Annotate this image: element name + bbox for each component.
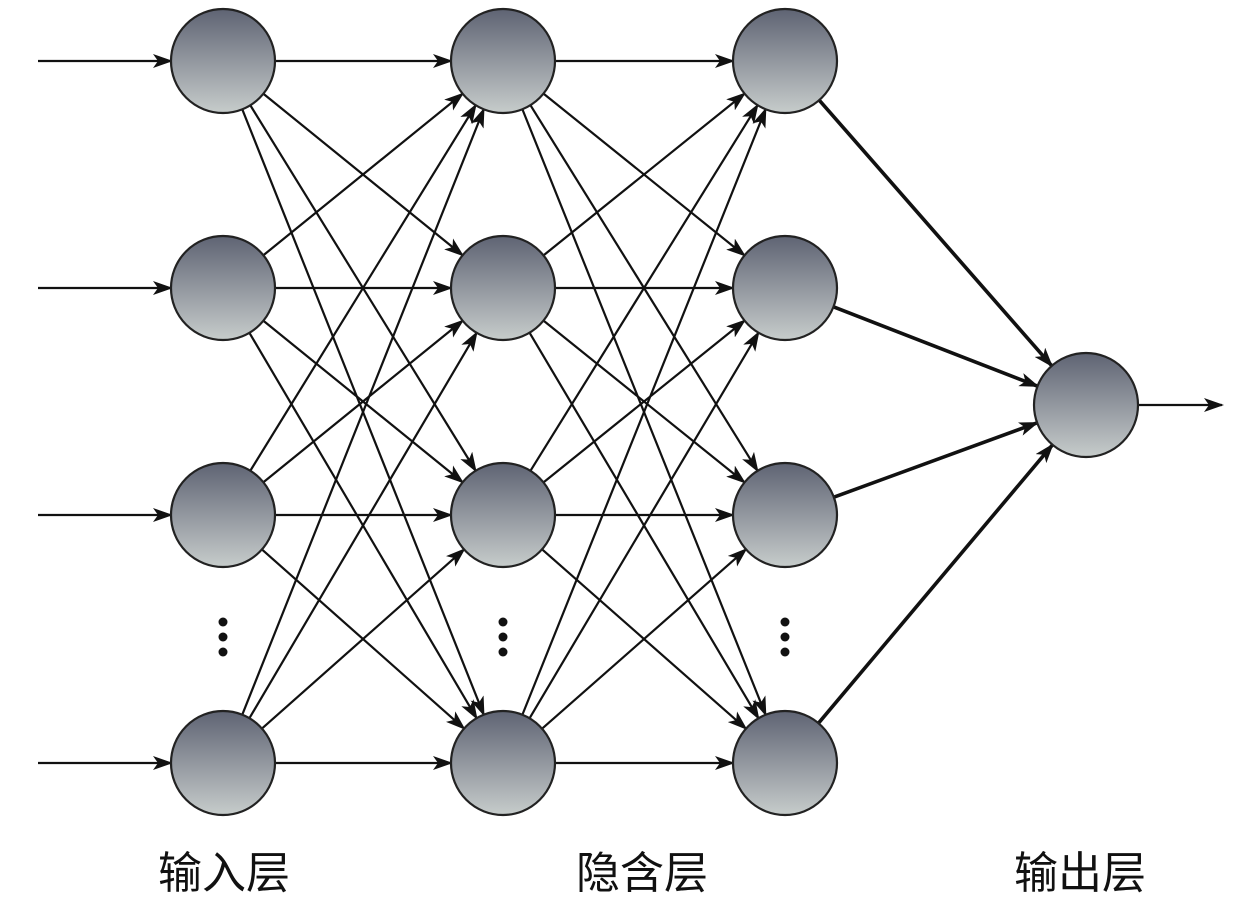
ellipsis-dot [498,617,508,627]
nodes [169,7,1140,817]
connection [248,331,478,719]
ellipsis-dot [218,632,228,642]
input-layer-label: 输入层 [158,848,290,897]
connection [261,548,466,730]
connection [521,107,767,716]
neuron-node [169,234,277,342]
connection [541,548,748,730]
neuron-node [449,234,557,342]
neuron-node [169,7,277,115]
neuron-node [449,7,557,115]
connection [542,319,747,484]
ellipsis-dot [498,632,508,642]
connection [528,330,760,719]
ellipsis-dot [780,632,790,642]
ellipsis-dot [498,647,508,657]
output-layer-label: 输出层 [1014,848,1146,897]
neuron-node [169,709,277,817]
neuron-node [731,7,839,115]
connection [529,103,759,472]
neuron-node [731,461,839,569]
connections [38,54,1224,770]
hidden-layer-label: 隐含层 [576,848,708,897]
ellipsis-dot [218,647,228,657]
connection [262,92,465,257]
connection [241,107,485,716]
output-connection [833,421,1040,499]
neuron-node [731,709,839,817]
neuron-node [169,461,277,569]
output-connection [817,98,1054,368]
ellipsis-dot [218,617,228,627]
connection [262,319,465,484]
ellipsis-dot [780,647,790,657]
connection [249,103,477,472]
neuron-node [1032,351,1140,459]
neuron-node [731,234,839,342]
neuron-node [449,709,557,817]
neuron-node [449,461,557,569]
ellipsis-dot [780,617,790,627]
connection [542,92,747,257]
output-connection [817,443,1054,725]
output-connection [832,305,1040,388]
